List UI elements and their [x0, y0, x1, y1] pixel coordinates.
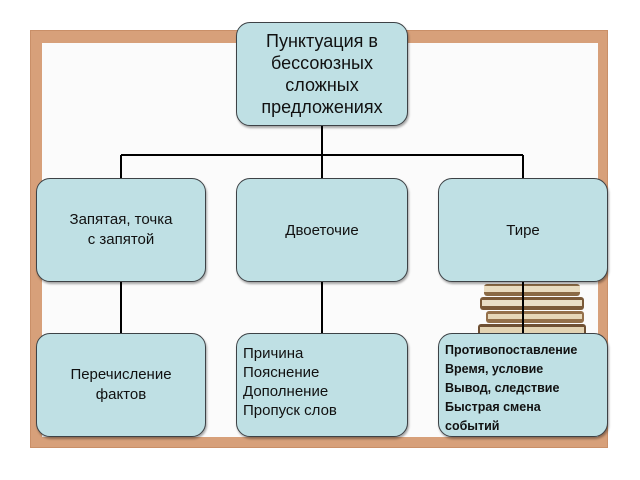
list-item: Быстрая смена — [445, 400, 541, 414]
node-dash-uses: Противопоставление Время, условие Вывод,… — [438, 333, 608, 437]
list-item: Время, условие — [445, 362, 544, 376]
list-item: Причина — [243, 345, 304, 362]
list-item: Вывод, следствие — [445, 381, 560, 395]
node-enumeration-label: Перечисление фактов — [70, 366, 172, 403]
list-item: Пояснение — [243, 364, 320, 381]
root-label: Пунктуация в бессоюзных сложных предложе… — [261, 31, 383, 117]
node-comma-semicolon-label: Запятая, точка с запятой — [69, 211, 173, 248]
node-colon: Двоеточие — [236, 178, 408, 282]
node-colon-label: Двоеточие — [285, 221, 359, 239]
node-comma-semicolon: Запятая, точка с запятой — [36, 178, 206, 282]
list-item: Противопоставление — [445, 343, 578, 357]
list-item: Пропуск слов — [243, 402, 337, 419]
node-enumeration: Перечисление фактов — [36, 333, 206, 437]
node-dash: Тире — [438, 178, 608, 282]
node-dash-label: Тире — [506, 221, 540, 239]
node-colon-uses: Причина Пояснение Дополнение Пропуск сло… — [236, 333, 408, 437]
root-node: Пунктуация в бессоюзных сложных предложе… — [236, 22, 408, 126]
list-item: Дополнение — [243, 383, 329, 400]
list-item: событий — [445, 419, 500, 433]
